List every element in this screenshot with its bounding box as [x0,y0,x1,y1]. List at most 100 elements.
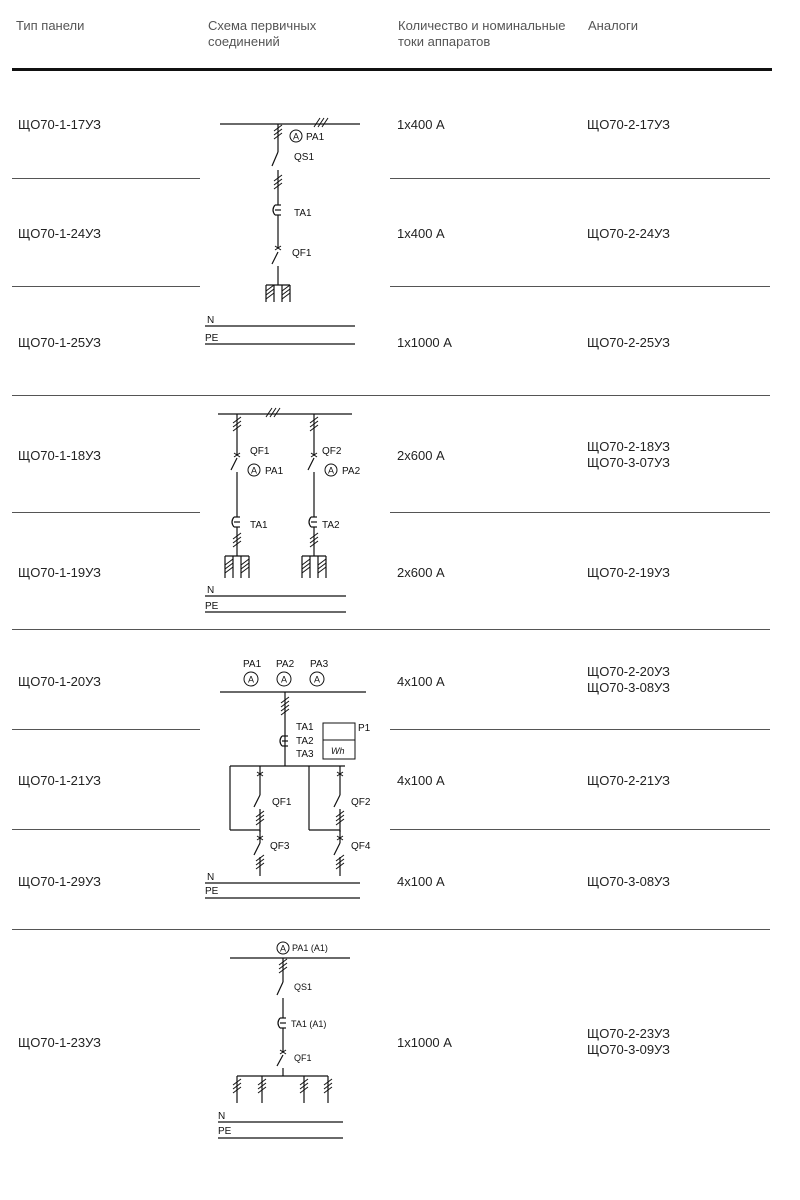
row-separator-right [390,178,770,179]
diagram-label: PA1 (A1) [292,943,328,953]
ammeter-icon: A [248,675,254,685]
analog-item: ЩО70-2-23УЗ [587,1026,670,1041]
diagram-label: N [207,315,214,326]
panel-type: ЩО70-1-29УЗ [18,874,101,889]
header-scheme: Схема первичных соединений [208,18,316,50]
diagram-4 [218,941,350,1139]
diagram-label: PA1 [265,466,284,477]
diagram-label: QF4 [351,841,371,852]
panel-type: ЩО70-1-20УЗ [18,674,101,689]
analog-item: ЩО70-3-07УЗ [587,455,670,470]
diagram-label: PA1 [243,659,262,670]
diagram-label: QF1 [250,446,270,457]
panel-current: 4х100 А [397,773,445,788]
diagram-label: QS1 [294,152,314,163]
panel-current: 1х1000 А [397,335,452,350]
row-separator-right [390,829,770,830]
panel-analogs: ЩО70-2-18УЗ ЩО70-3-07УЗ [587,439,670,471]
panel-type: ЩО70-1-24УЗ [18,226,101,241]
ammeter-icon: A [281,675,287,685]
row-separator-left [12,512,200,513]
panel-current: 4х100 А [397,874,445,889]
diagram-label: QF2 [322,446,342,457]
diagram-label: P1 [358,723,371,734]
diagram-label: PE [205,333,219,344]
panel-type: ЩО70-1-21УЗ [18,773,101,788]
diagram-label: TA2 [322,520,340,531]
analog-item: ЩО70-3-08УЗ [587,680,670,695]
analog-item: ЩО70-3-08УЗ [587,874,670,889]
header-quantity-line2: токи аппаратов [398,34,491,49]
panel-type: ЩО70-1-17УЗ [18,117,101,132]
header-scheme-line1: Схема первичных [208,18,317,33]
panel-analogs: ЩО70-2-24УЗ [587,226,670,242]
panel-analogs: ЩО70-3-08УЗ [587,874,670,890]
diagram-label: QS1 [294,982,312,992]
diagram-label: PE [218,1126,232,1137]
diagram-label: TA3 [296,749,314,760]
panel-type: ЩО70-1-19УЗ [18,565,101,580]
diagram-label: PA1 [306,132,325,143]
analog-item: ЩО70-2-19УЗ [587,565,670,580]
analog-item: ЩО70-2-18УЗ [587,439,670,454]
panel-analogs: ЩО70-2-20УЗ ЩО70-3-08УЗ [587,664,670,696]
diagram-label: TA1 [296,722,314,733]
ammeter-icon: A [280,944,286,954]
diagram-label: TA1 (A1) [291,1019,326,1029]
panel-current: 1х1000 А [397,1035,452,1050]
analog-item: ЩО70-2-25УЗ [587,335,670,350]
panel-current: 2х600 А [397,448,445,463]
panel-analogs: ЩО70-2-17УЗ [587,117,670,133]
row-separator-right [390,729,770,730]
diagram-label: QF2 [351,797,371,808]
row-separator-left [12,178,200,179]
ammeter-icon: A [314,675,320,685]
diagram-label: TA2 [296,736,314,747]
panel-analogs: ЩО70-2-23УЗ ЩО70-3-09УЗ [587,1026,670,1058]
panel-type: ЩО70-1-23УЗ [18,1035,101,1050]
row-separator-right [390,286,770,287]
diagram-label: PE [205,601,219,612]
diagram-label: QF3 [270,841,290,852]
diagram-label: QF1 [292,248,312,259]
header-panel-type: Тип панели [16,18,85,33]
panel-analogs: ЩО70-2-21УЗ [587,773,670,789]
group-separator [12,629,770,630]
ammeter-icon: A [251,466,257,476]
ammeter-icon: A [328,466,334,476]
panel-current: 2х600 А [397,565,445,580]
row-separator-left [12,729,200,730]
header-quantity-line1: Количество и номинальные [398,18,566,33]
group-separator [12,929,770,930]
panel-current: 1х400 А [397,117,445,132]
panel-type: ЩО70-1-18УЗ [18,448,101,463]
header-analogs: Аналоги [588,18,639,33]
row-separator-right [390,512,770,513]
panel-type: ЩО70-1-25УЗ [18,335,101,350]
analog-item: ЩО70-2-21УЗ [587,773,670,788]
panel-analogs: ЩО70-2-19УЗ [587,565,670,581]
analog-item: ЩО70-2-20УЗ [587,664,670,679]
diagram-3 [205,671,366,899]
header-rule [12,68,772,71]
header-quantity: Количество и номинальные токи аппаратов [398,18,565,50]
wattmeter-icon: Wh [331,746,345,756]
diagram-1 [205,117,360,345]
diagram-label: N [218,1111,225,1122]
diagram-label: PA2 [342,466,361,477]
header-scheme-line2: соединений [208,34,280,49]
analog-item: ЩО70-2-17УЗ [587,117,670,132]
diagram-label: QF1 [272,797,292,808]
panel-current: 4х100 А [397,674,445,689]
panel-current: 1х400 А [397,226,445,241]
diagram-label: PA2 [276,659,295,670]
diagram-label: QF1 [294,1053,312,1063]
panel-analogs: ЩО70-2-25УЗ [587,335,670,351]
diagram-label: TA1 [250,520,268,531]
diagram-label: N [207,872,214,883]
analog-item: ЩО70-3-09УЗ [587,1042,670,1057]
diagram-label: N [207,585,214,596]
diagram-2 [205,407,352,613]
diagram-label: TA1 [294,208,312,219]
